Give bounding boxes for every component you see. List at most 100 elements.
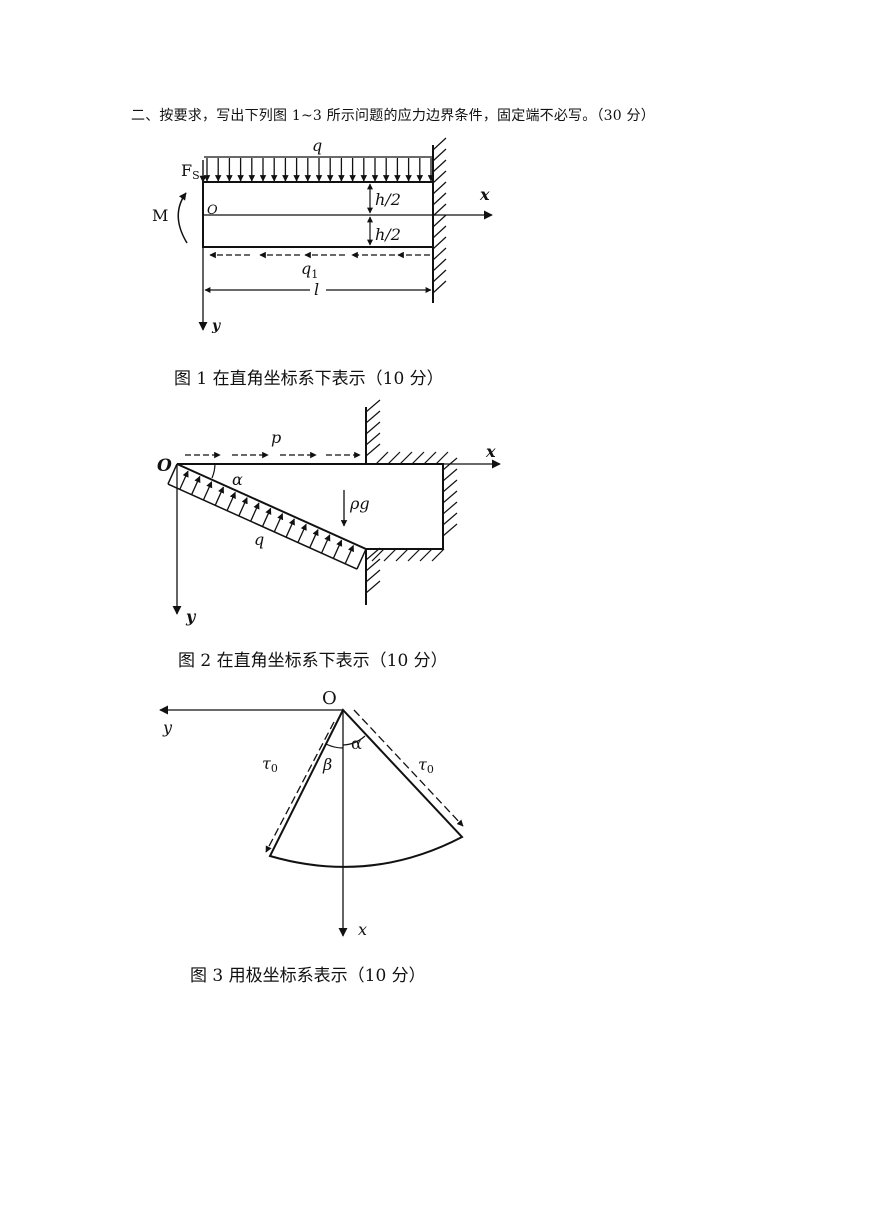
hatch-line bbox=[432, 225, 447, 239]
angle-beta-arc bbox=[325, 743, 344, 749]
hatch-line bbox=[442, 501, 458, 515]
load-q-arrow bbox=[202, 481, 213, 501]
hatch-line bbox=[432, 203, 447, 217]
angle-alpha-arc-3 bbox=[342, 735, 366, 746]
hatch-line bbox=[442, 523, 458, 537]
load-q-arrow bbox=[226, 491, 236, 511]
hatch-line bbox=[432, 181, 447, 195]
hatch-line bbox=[423, 451, 437, 465]
label-y-3: y bbox=[162, 718, 173, 737]
hatch-line bbox=[432, 170, 447, 184]
hatch-line bbox=[383, 548, 397, 562]
hatch-line bbox=[432, 148, 447, 162]
hatch-line bbox=[432, 214, 447, 228]
load-q-band bbox=[167, 463, 367, 570]
wedge-sector bbox=[268, 708, 464, 868]
label-y-2: y bbox=[185, 607, 197, 626]
hatch-line bbox=[365, 443, 381, 457]
wall-hatch bbox=[432, 137, 447, 294]
load-q-arrow bbox=[214, 486, 225, 506]
label-tau-left: τ0 bbox=[262, 754, 278, 775]
label-m: M bbox=[152, 206, 168, 225]
hatch-line bbox=[407, 548, 421, 562]
label-alpha-3: α bbox=[351, 734, 362, 753]
label-l: l bbox=[314, 280, 319, 299]
hatch-line bbox=[375, 451, 389, 465]
load-q-arrow bbox=[238, 497, 248, 517]
figure-3: y x O α β τ0 τ0 bbox=[159, 688, 464, 939]
label-q: q bbox=[312, 136, 322, 155]
figure-3-caption: 图 3 用极坐标系表示（10 分） bbox=[190, 966, 426, 986]
hatch-line bbox=[411, 451, 425, 465]
hatch-line bbox=[419, 548, 433, 562]
hatch-line bbox=[442, 512, 458, 526]
load-q-arrow bbox=[320, 534, 331, 554]
hatch-line bbox=[365, 432, 381, 446]
hatch-line bbox=[365, 421, 381, 435]
load-q-arrows bbox=[203, 158, 435, 182]
hatch-line bbox=[365, 410, 381, 424]
wall-hatch-2 bbox=[365, 399, 458, 594]
label-tau-right: τ0 bbox=[418, 755, 434, 776]
angle-alpha-arc bbox=[211, 463, 216, 479]
hatch-line bbox=[399, 451, 413, 465]
hatch-line bbox=[365, 399, 381, 413]
figure-1-caption: 图 1 在直角坐标系下表示（10 分） bbox=[174, 369, 444, 389]
load-q-arrow bbox=[309, 528, 319, 549]
label-origin-2: O bbox=[157, 456, 172, 476]
tau-right-arrow bbox=[353, 709, 464, 827]
label-h-bottom: h/2 bbox=[375, 225, 401, 244]
hatch-line bbox=[442, 479, 458, 493]
hatch-line bbox=[395, 548, 409, 562]
label-p: p bbox=[271, 428, 281, 447]
label-alpha-2: α bbox=[232, 470, 243, 489]
load-q-arrow bbox=[179, 470, 189, 490]
hatch-line bbox=[365, 569, 381, 583]
label-y: y bbox=[211, 318, 221, 334]
hatch-line bbox=[432, 192, 447, 206]
load-q-band-end bbox=[167, 463, 178, 485]
label-x-2: x bbox=[485, 442, 496, 461]
figure-1: q x O y FS M h/2 h/2 q1 l bbox=[152, 136, 493, 334]
load-q-arrow bbox=[273, 513, 284, 533]
hatch-line bbox=[387, 451, 401, 465]
load-q-band-end bbox=[356, 548, 367, 570]
load-q-arrow bbox=[285, 518, 295, 538]
label-fs: FS bbox=[181, 161, 200, 182]
hatch-line bbox=[442, 468, 458, 482]
hatch-line bbox=[432, 247, 447, 261]
hatch-line bbox=[432, 159, 447, 173]
hatch-line bbox=[432, 269, 447, 283]
load-q-arrow bbox=[250, 502, 260, 522]
hatch-line bbox=[371, 548, 385, 562]
hatch-line bbox=[432, 236, 447, 250]
load-q-arrow bbox=[191, 475, 201, 495]
shear-tau-arrows bbox=[265, 709, 464, 853]
load-q-arrow bbox=[297, 523, 307, 543]
tau-left-arrow bbox=[265, 721, 335, 853]
figure-2: x y O p α ρg q bbox=[157, 399, 501, 626]
load-q-arrow bbox=[344, 544, 354, 565]
label-q1: q1 bbox=[301, 259, 318, 281]
hatch-line bbox=[431, 548, 445, 562]
label-origin: O bbox=[207, 203, 218, 218]
label-q-2: q bbox=[254, 530, 264, 549]
hatch-line bbox=[365, 558, 381, 572]
label-rho-g: ρg bbox=[349, 494, 370, 513]
label-x: x bbox=[479, 185, 490, 204]
moment-arc bbox=[177, 192, 188, 244]
figure-2-caption: 图 2 在直角坐标系下表示（10 分） bbox=[178, 651, 448, 671]
load-q-arrow bbox=[332, 539, 343, 559]
label-beta: β bbox=[322, 755, 332, 774]
hatch-line bbox=[365, 580, 381, 594]
question-text: 二、按要求，写出下列图 1~3 所示问题的应力边界条件，固定端不必写。（30 分… bbox=[131, 108, 655, 124]
hatch-line bbox=[432, 280, 447, 294]
hatch-line bbox=[432, 137, 447, 151]
hatch-line bbox=[435, 451, 449, 465]
dim-length-gap bbox=[310, 282, 326, 298]
label-x-3: x bbox=[358, 920, 367, 939]
label-origin-3: O bbox=[322, 688, 337, 709]
hatch-line bbox=[432, 258, 447, 272]
label-h-top: h/2 bbox=[375, 190, 401, 209]
